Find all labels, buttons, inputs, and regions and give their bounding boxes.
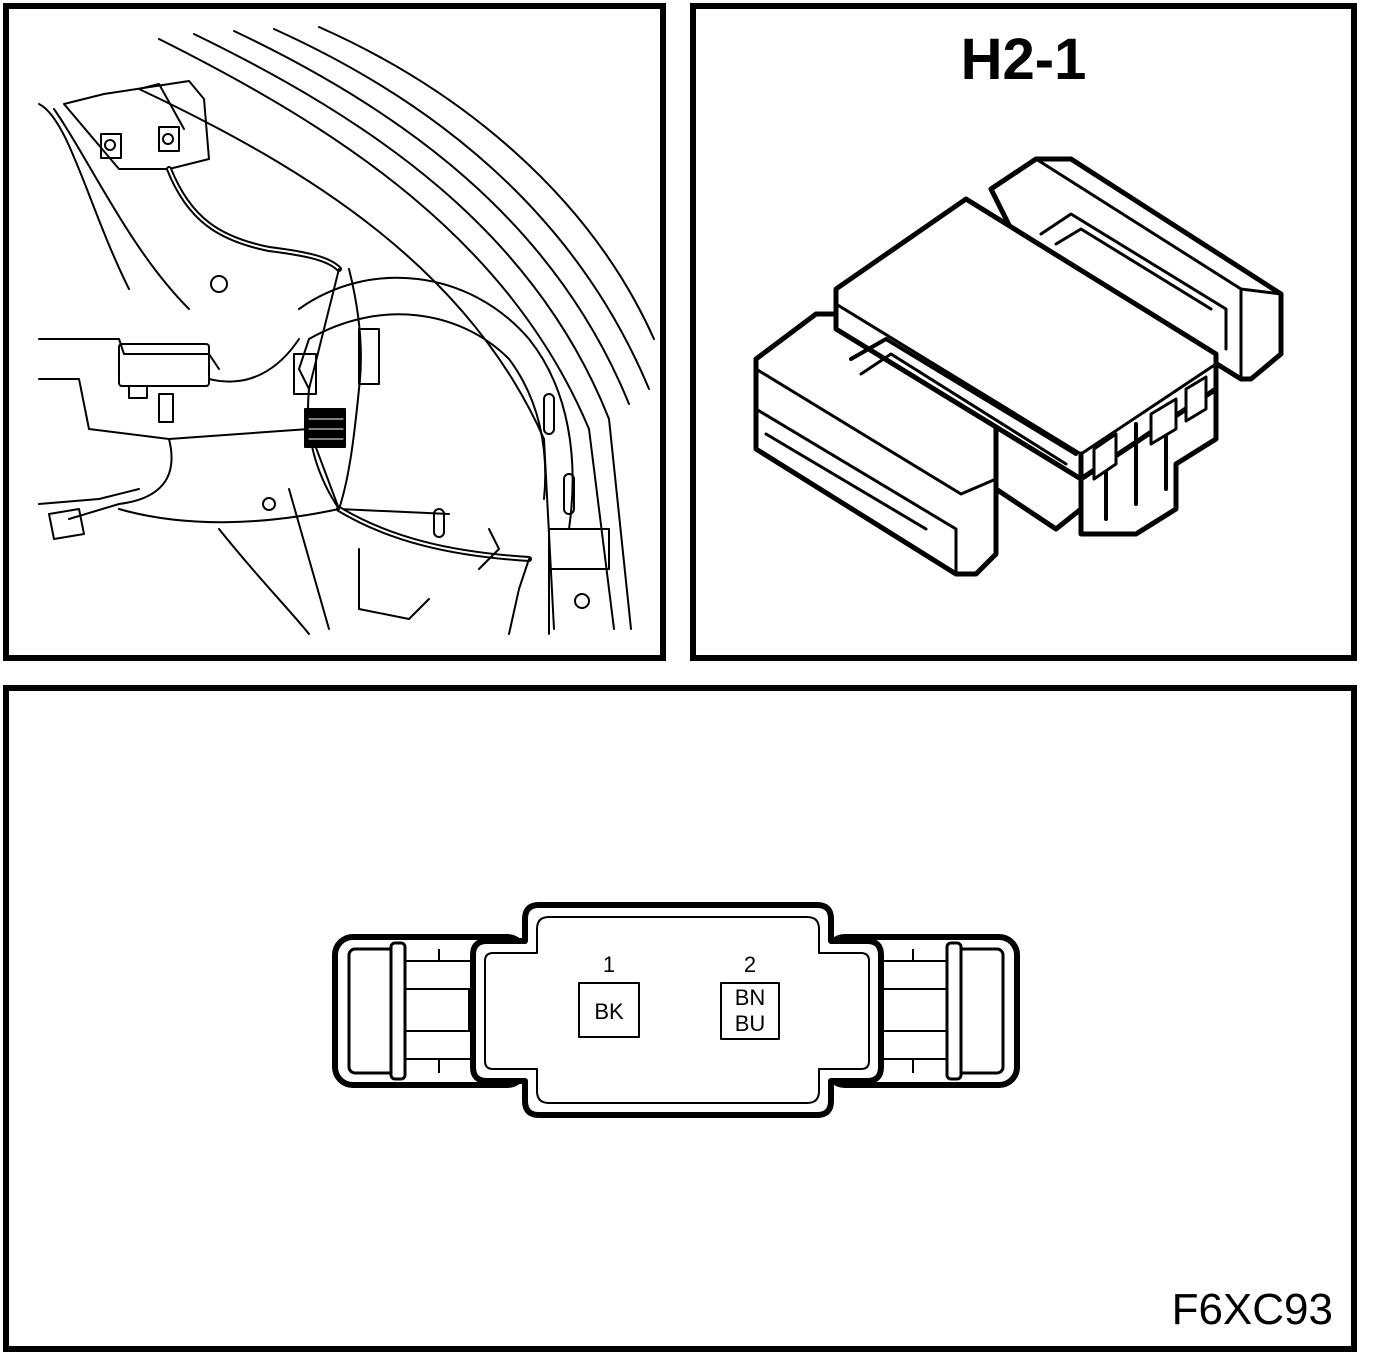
location-view-panel [3, 3, 666, 661]
pin-1-cavity [578, 982, 640, 1038]
pin-2: 2 BN BU [720, 952, 780, 1040]
pin-2-cavity [720, 982, 780, 1040]
pin-2-wire-color-line-1: BN [735, 985, 766, 1010]
pin-1: 1 BK [578, 952, 640, 1038]
pin-2-wire-color-line-2: BU [735, 1011, 766, 1036]
figure-code: F6XC93 [1171, 1285, 1333, 1334]
connector-face-drawing: 1 BK 2 BN BU [332, 902, 1020, 1118]
connector-3d-panel: H2-1 [690, 3, 1357, 661]
pin-1-wire-color: BK [594, 999, 624, 1024]
pin-1-number: 1 [603, 952, 615, 977]
vehicle-interior-illustration [38, 26, 655, 635]
connector-title: H2-1 [960, 27, 1087, 92]
connector-body [470, 902, 884, 1118]
pinout-panel: 1 BK 2 BN BU F6XC93 [3, 685, 1357, 1352]
connector-3d-illustration [753, 156, 1284, 577]
pin-2-number: 2 [744, 952, 756, 977]
